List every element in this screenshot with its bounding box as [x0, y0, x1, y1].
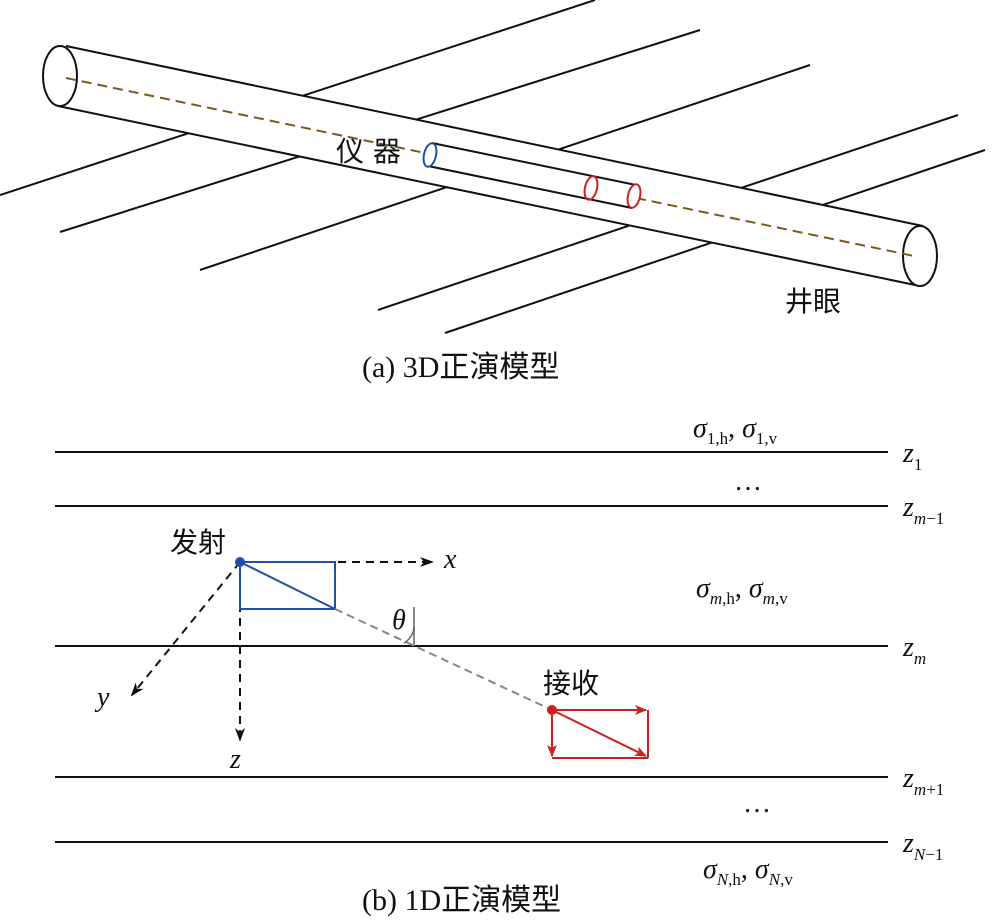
receiver-diagonal-arrow [551, 709, 647, 757]
transmitter-label: 发射 [170, 526, 226, 559]
receiver-coil-2 [626, 183, 642, 209]
conductivity-label-layer-m: σm,h, σm,v [696, 573, 788, 608]
borehole-top-edge [65, 45, 924, 227]
transmitter-coil [422, 142, 438, 168]
instrument-label: 仪 器 [336, 135, 401, 168]
ellipsis-lower: … [743, 788, 771, 819]
caption-b: (b) 1D正演模型 [362, 884, 561, 917]
tool-bottom-edge [427, 165, 633, 209]
y-axis-arrow [130, 561, 241, 697]
boundary-label-z1: z1 [902, 438, 922, 474]
borehole-label: 井眼 [785, 285, 841, 318]
logging-tool [422, 142, 642, 209]
y-axis-label: y [94, 682, 110, 713]
borehole-left-end [42, 45, 78, 107]
tr-ray [334, 608, 553, 711]
borehole-bottom-edge [57, 105, 916, 286]
boundary-label-zm+1: zm+1 [902, 763, 944, 799]
receiver-label: 接收 [543, 667, 599, 700]
conductivity-label-layer-N: σN,h, σN,v [703, 854, 793, 889]
borehole-right-end [902, 225, 938, 287]
transmitter-point [235, 557, 245, 567]
receiver-coil-1 [583, 175, 599, 201]
ellipsis-upper: … [734, 466, 762, 497]
x-axis-label: x [443, 544, 457, 575]
transmitter-box [239, 561, 336, 610]
transmitter-diagonal [239, 561, 336, 610]
transmitter [235, 557, 336, 610]
tool-top-edge [431, 142, 637, 186]
z-axis-label: z [229, 744, 241, 775]
angle-arc [403, 626, 415, 644]
coordinate-axes [130, 557, 434, 742]
conductivity-label-layer-1: σ1,h, σ1,v [693, 413, 778, 448]
angle-theta-label: θ [392, 605, 406, 636]
receiver-point [547, 705, 557, 715]
borehole-axis-left [65, 77, 431, 155]
layer-boundaries [55, 451, 888, 843]
receiver [547, 705, 649, 759]
panel-b-1d-model: z1 zm−1 zm zm+1 zN−1 σ1,h, σ1,v σm,h, σm… [55, 413, 944, 917]
boundary-label-zN-1: zN−1 [902, 828, 943, 864]
caption-a: (a) 3D正演模型 [362, 351, 559, 384]
boundary-label-zm: zm [902, 632, 926, 668]
panel-a-3d-model: 仪 器 井眼 (a) 3D正演模型 [0, 0, 986, 384]
boundary-label-zm-1: zm−1 [902, 492, 944, 528]
